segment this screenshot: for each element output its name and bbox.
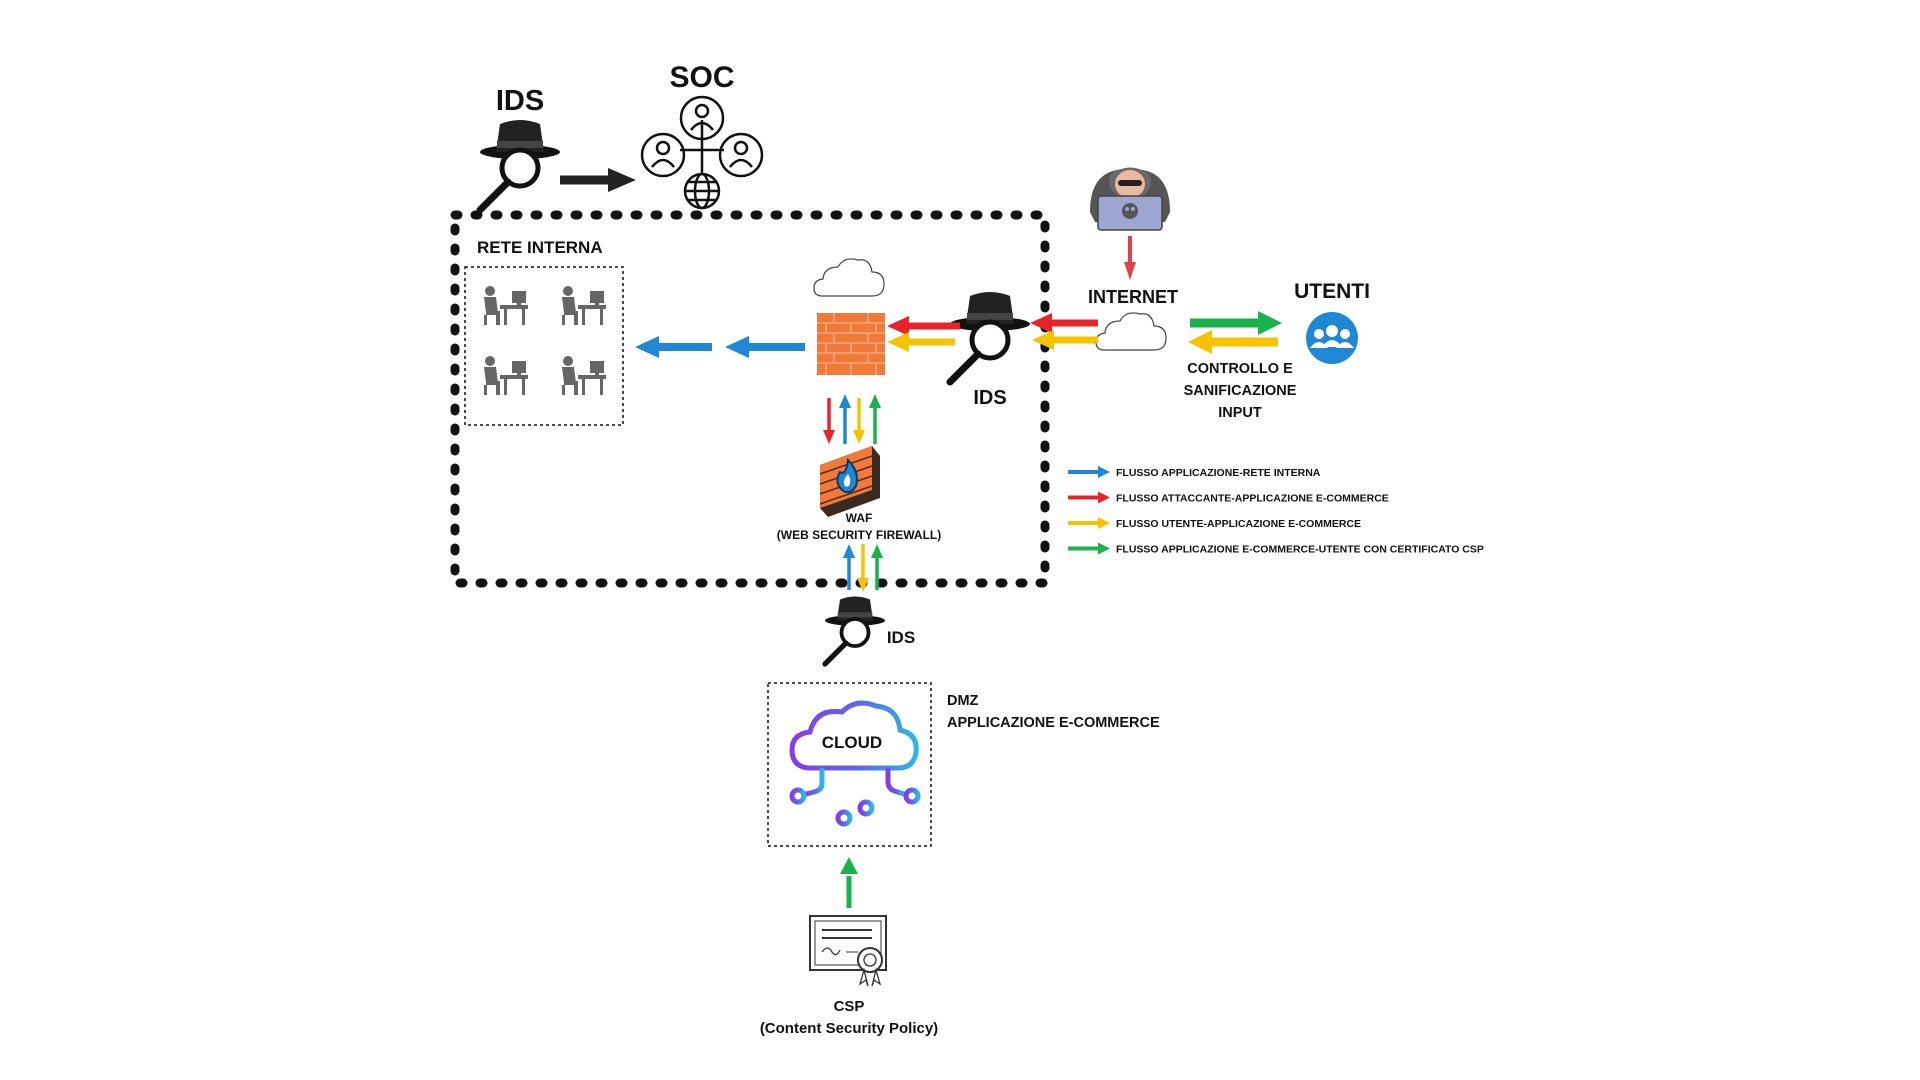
cloud-icon — [789, 700, 921, 827]
ids-mid-label: IDS — [973, 387, 1006, 409]
internet-ids-yellow-arrow — [1032, 330, 1098, 350]
legend-label: FLUSSO UTENTE-APPLICAZIONE E-COMMERCE — [1116, 518, 1361, 530]
legend-item: FLUSSO APPLICAZIONE E-COMMERCE-UTENTE CO… — [1068, 542, 1484, 556]
spy-icon — [950, 292, 1030, 382]
spy-icon — [480, 120, 560, 210]
dmz-box — [767, 682, 932, 847]
csp-dmz-green-arrow — [840, 857, 858, 908]
users-internet-green-arrow — [1190, 311, 1282, 335]
waf-icon — [819, 446, 880, 517]
internet-label: INTERNET — [1088, 287, 1178, 307]
legend-arrow-head — [1098, 542, 1110, 555]
waf-label-2: (WEB SECURITY FIREWALL) — [777, 528, 941, 542]
dmz-label-1: DMZ — [947, 693, 979, 709]
legend-item: FLUSSO UTENTE-APPLICAZIONE E-COMMERCE — [1068, 517, 1361, 530]
legend-item: FLUSSO APPLICAZIONE-RETE INTERNA — [1068, 466, 1321, 479]
internal-network-boundary — [450, 210, 1050, 588]
waf-ids-arrows — [843, 544, 883, 592]
soc-label: SOC — [669, 61, 734, 94]
controllo-label-3: INPUT — [1218, 405, 1262, 421]
firewall-internal-blue-arrow-2 — [635, 336, 712, 358]
cloud-icon — [1095, 312, 1167, 351]
ids-top-label: IDS — [496, 85, 544, 117]
firewall-icon — [817, 313, 885, 375]
rete-interna-box — [464, 266, 624, 426]
rete-interna-label: RETE INTERNA — [477, 238, 603, 257]
legend-arrow-head — [1098, 491, 1110, 504]
soc-team-icon — [640, 95, 764, 210]
csp-label-1: CSP — [834, 998, 865, 1015]
cloud-label: CLOUD — [822, 733, 882, 752]
users-icon — [1306, 312, 1358, 364]
csp-label-2: (Content Security Policy) — [760, 1020, 938, 1037]
ids-to-soc-arrow — [560, 168, 636, 192]
internet-ids-red-arrow — [1030, 313, 1098, 333]
users-internet-yellow-arrow — [1188, 330, 1278, 354]
firewall-internal-blue-arrow-1 — [725, 336, 805, 358]
legend-label: FLUSSO ATTACCANTE-APPLICAZIONE E-COMMERC… — [1116, 493, 1389, 505]
ids-bottom-label: IDS — [887, 628, 915, 647]
workstation-icon — [484, 286, 606, 395]
hacker-icon — [1090, 167, 1170, 231]
waf-label-1: WAF — [846, 511, 873, 525]
firewall-waf-arrows — [823, 394, 881, 444]
ids-firewall-yellow-arrow — [887, 332, 955, 352]
certificate-icon — [809, 915, 887, 987]
legend: FLUSSO APPLICAZIONE-RETE INTERNA FLUSSO A… — [1068, 466, 1484, 556]
spy-icon — [825, 597, 885, 665]
ids-firewall-red-arrow — [887, 316, 960, 336]
dmz-label-2: APPLICAZIONE E-COMMERCE — [947, 715, 1160, 731]
legend-arrow-head — [1098, 466, 1110, 478]
legend-label: FLUSSO APPLICAZIONE-RETE INTERNA — [1116, 467, 1321, 479]
hacker-to-internet-arrow — [1124, 236, 1136, 280]
legend-item: FLUSSO ATTACCANTE-APPLICAZIONE E-COMMERC… — [1068, 491, 1389, 505]
legend-label: FLUSSO APPLICAZIONE E-COMMERCE-UTENTE CO… — [1116, 544, 1484, 556]
legend-arrow-head — [1098, 517, 1110, 529]
cloud-icon — [813, 258, 885, 297]
controllo-label-2: SANIFICAZIONE — [1184, 383, 1297, 399]
controllo-label-1: CONTROLLO E — [1187, 361, 1293, 377]
utenti-label: UTENTI — [1294, 280, 1370, 303]
